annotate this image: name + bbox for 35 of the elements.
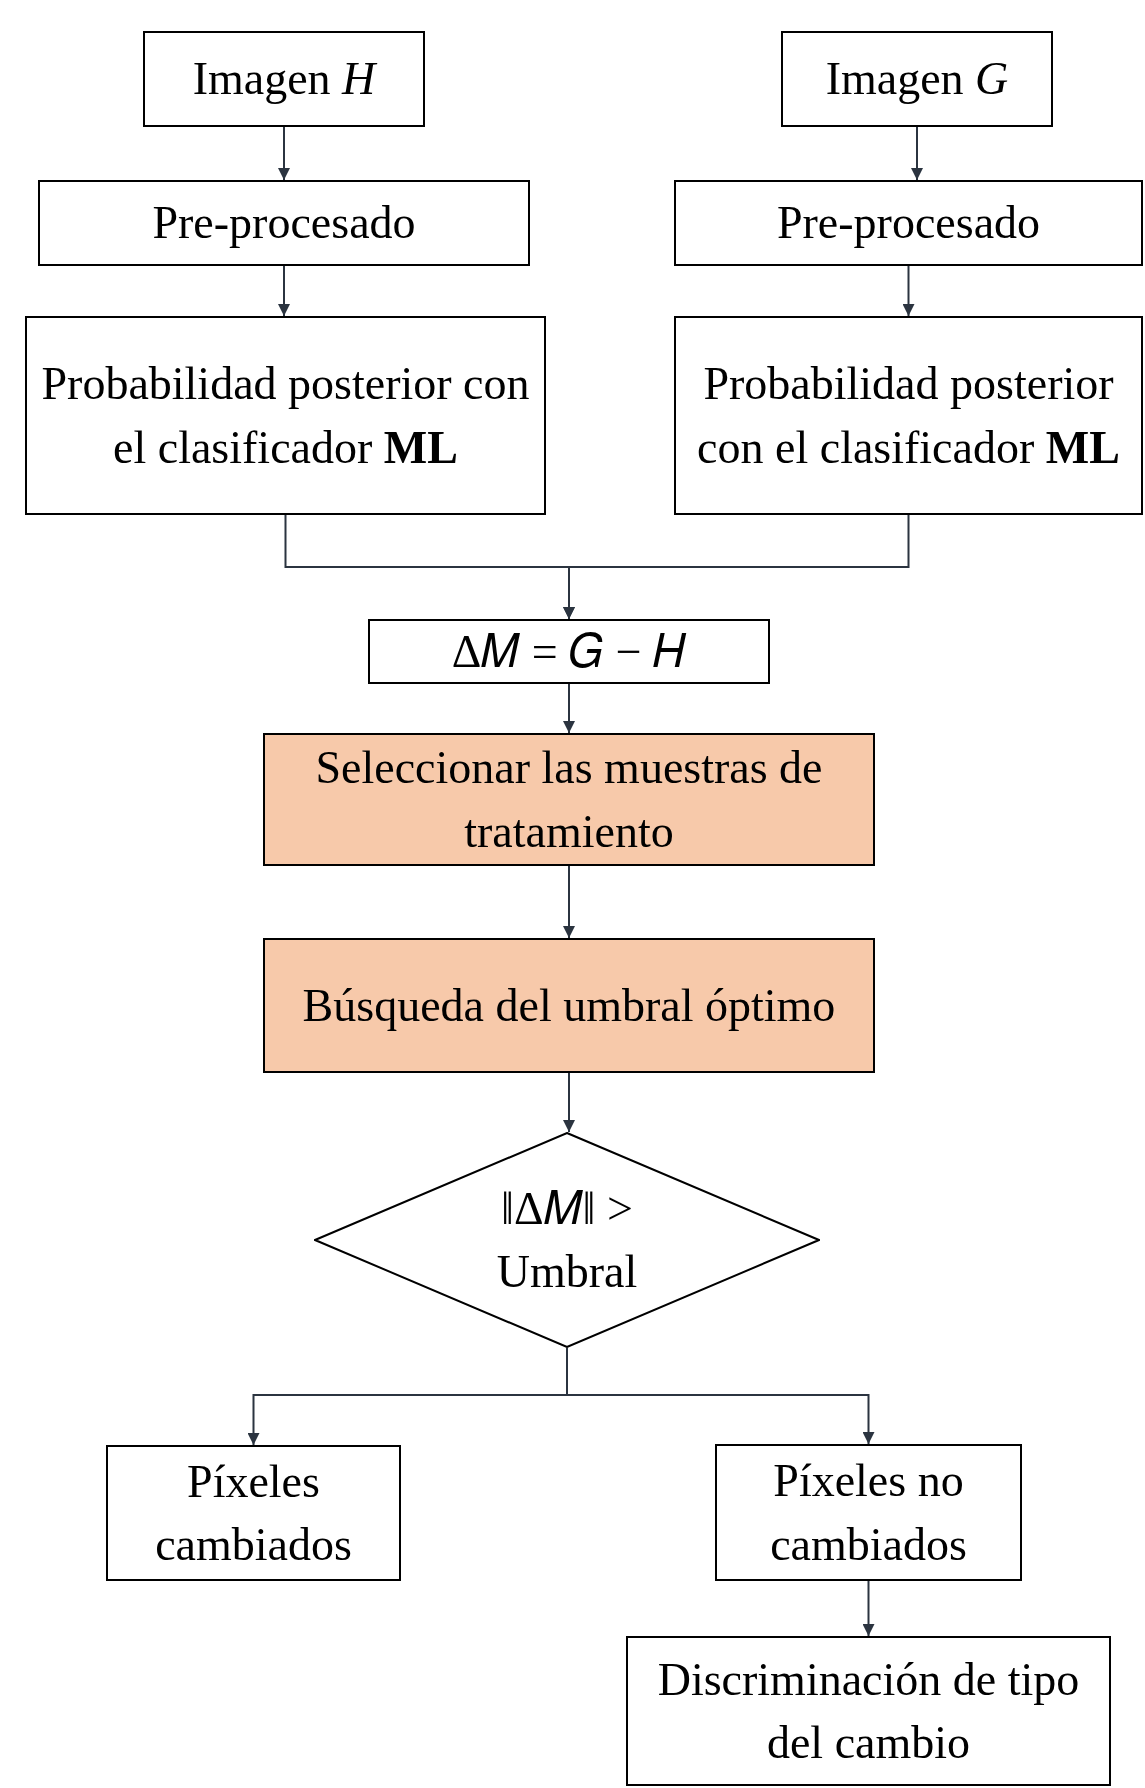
process-box bbox=[25, 316, 546, 515]
node-label: Pre-procesado bbox=[776, 196, 1041, 251]
process-box bbox=[674, 316, 1143, 515]
arrow bbox=[563, 683, 575, 734]
arrow bbox=[563, 865, 575, 939]
arrow bbox=[563, 514, 910, 620]
process-box bbox=[781, 31, 1053, 127]
process-box bbox=[106, 1445, 401, 1581]
process-box bbox=[38, 180, 530, 266]
process-box bbox=[368, 619, 770, 684]
node-label: Probabilidad posterior con el clasificador ML bbox=[696, 357, 1121, 475]
highlighted-process-box bbox=[263, 733, 875, 866]
highlighted-process-box bbox=[263, 938, 875, 1073]
arrow bbox=[278, 126, 290, 181]
node-label: Búsqueda del umbral óptimo bbox=[302, 978, 836, 1033]
node-label: Imagen G bbox=[825, 52, 1009, 107]
node-label: Probabilidad posterior con el clasificador ML bbox=[40, 357, 531, 475]
process-box bbox=[626, 1636, 1111, 1786]
arrow bbox=[278, 265, 290, 317]
node-label: Discriminación de tipo del cambio bbox=[656, 1652, 1081, 1770]
node-label: Píxeles cambiados bbox=[154, 1454, 353, 1572]
node-label: ‖Δ𝑀‖ > Umbral bbox=[495, 1181, 639, 1299]
process-box bbox=[674, 180, 1143, 266]
arrow bbox=[862, 1580, 875, 1637]
process-box bbox=[715, 1444, 1022, 1581]
node-label: Píxeles no cambiados bbox=[769, 1454, 968, 1572]
node-label: Seleccionar las muestras de tratamiento bbox=[314, 741, 824, 859]
decision-diamond bbox=[314, 1132, 820, 1348]
arrow bbox=[902, 265, 915, 317]
process-box bbox=[143, 31, 425, 127]
node-label: Pre-procesado bbox=[152, 196, 416, 251]
arrow bbox=[911, 126, 923, 181]
node-label: Imagen H bbox=[192, 52, 376, 107]
arrow bbox=[563, 1072, 575, 1133]
node-label: Δ𝑀 = 𝐺 − 𝐻 bbox=[451, 624, 687, 679]
